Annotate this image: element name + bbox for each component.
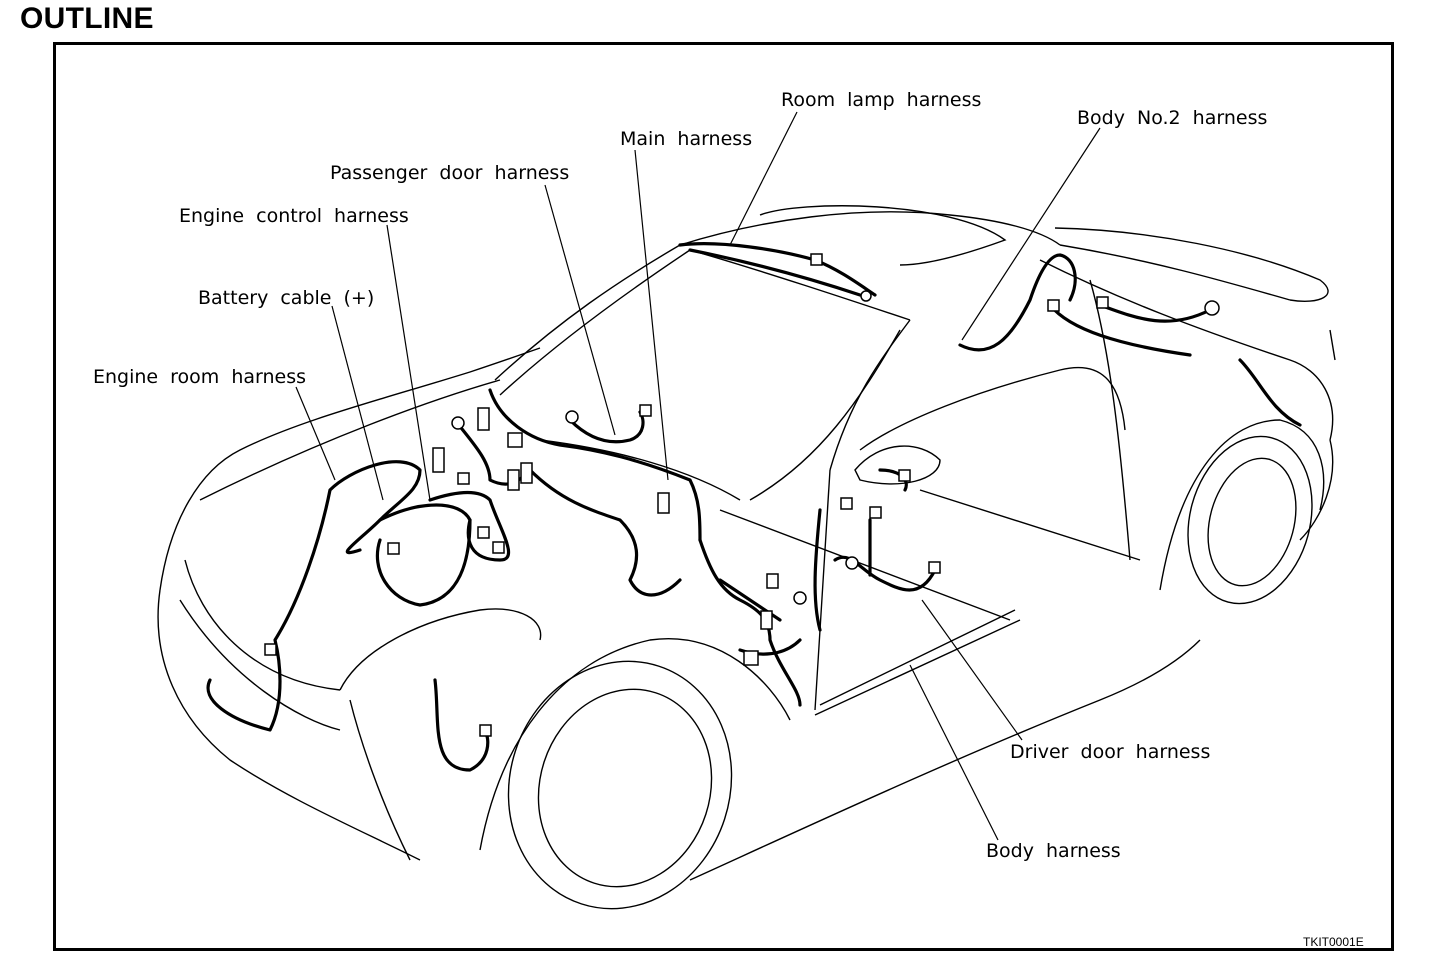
- figure-id: TKIT0001E: [1303, 935, 1364, 949]
- label-driver-door-harness: Driver door harness: [1010, 741, 1210, 763]
- car-body-outline: [157, 205, 1336, 910]
- label-engine-control-harness: Engine control harness: [179, 205, 409, 227]
- label-main-harness: Main harness: [620, 128, 752, 150]
- label-body-no2-harness: Body No.2 harness: [1077, 107, 1267, 129]
- page-title: OUTLINE: [20, 2, 154, 35]
- harness-labels: Room lamp harness Body No.2 harness Main…: [93, 89, 1364, 949]
- label-battery-cable: Battery cable (+): [198, 287, 374, 309]
- label-room-lamp-harness: Room lamp harness: [781, 89, 981, 111]
- leader-lines: [295, 111, 1101, 841]
- harness-wires: [206, 242, 1302, 772]
- diagram-frame: [53, 42, 1394, 951]
- label-body-harness: Body harness: [986, 840, 1121, 862]
- label-engine-room-harness: Engine room harness: [93, 366, 306, 388]
- label-passenger-door-harness: Passenger door harness: [330, 162, 569, 184]
- harness-connectors: [264, 253, 1220, 737]
